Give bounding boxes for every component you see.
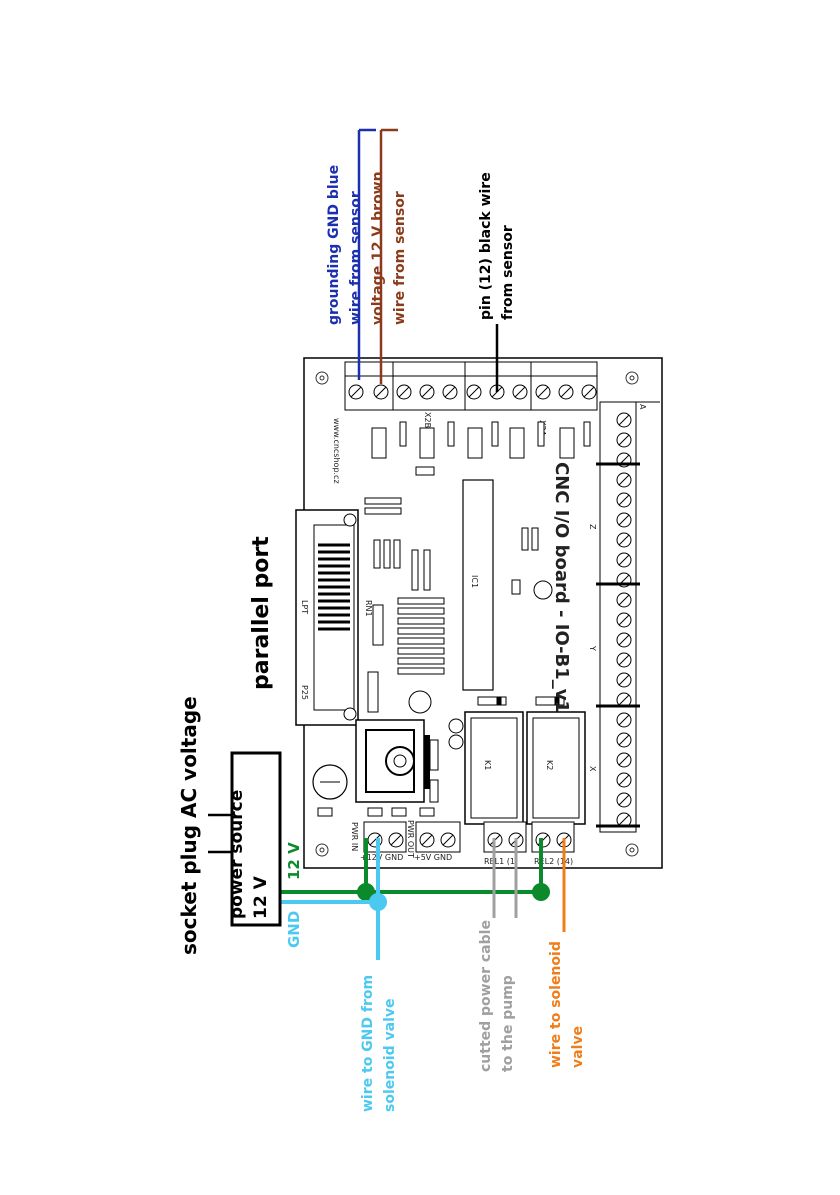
label-solenoid-gnd-2: solenoid valve: [382, 998, 398, 1112]
label-brown-2: wire from sensor: [392, 191, 408, 325]
terminal-screw-slot: [618, 714, 630, 726]
terminal-screw-slot: [618, 554, 630, 566]
terminal-screw-slot: [618, 494, 630, 506]
terminal-screw-slot: [618, 814, 630, 826]
resistor-array: [364, 497, 445, 713]
junction-gnd: [369, 893, 387, 911]
axis-label-a: A: [638, 404, 647, 410]
terminal-screw-slot: [618, 634, 630, 646]
brown-sensor-wire: [379, 128, 398, 384]
label-black-2: from sensor: [500, 225, 516, 320]
terminal-strip-right: A Z Y X: [588, 401, 660, 833]
terminal-screw-slot: [618, 654, 630, 666]
terminal-screw-slot: [618, 474, 630, 486]
voltage-regulator: [355, 719, 430, 803]
pwr-in-label: PWR IN: [350, 822, 359, 851]
relay-k1: K1: [464, 711, 524, 825]
terminal-screw-slot: [618, 594, 630, 606]
label-pump-1: cutted power cable: [478, 920, 494, 1072]
junction-12v-rel: [532, 883, 550, 901]
lpt-connector: LPT P25: [295, 509, 359, 726]
label-brown-1: voltage 12 V brown: [370, 171, 386, 325]
pwr-out-terms: +5V GND: [414, 853, 452, 862]
board-url: www.cncshop.cz: [332, 418, 341, 484]
x2b-label: X2B: [423, 412, 432, 428]
ic1-label: IC1: [470, 575, 479, 588]
label-gnd: GND: [285, 911, 303, 948]
axis-label-x: X: [588, 766, 597, 772]
terminal-screw-slot: [618, 534, 630, 546]
relay-k2: K2: [526, 711, 586, 825]
terminal-screw-slot: [618, 514, 630, 526]
power-source-voltage: 12 V: [251, 875, 271, 919]
label-gnd-blue-1: grounding GND blue: [326, 165, 342, 325]
power-source-box: power source 12 V: [227, 751, 282, 927]
rel1-label: REL1 (1): [484, 857, 518, 866]
axis-label-y: Y: [588, 645, 597, 651]
label-solenoid-1: wire to solenoid: [548, 941, 564, 1068]
label-12v: 12 V: [285, 842, 303, 880]
opto-row: [371, 421, 591, 459]
k1-label: K1: [483, 760, 492, 770]
rel2-terminal: REL2 (14): [531, 821, 575, 866]
terminal-screw-slot: [618, 774, 630, 786]
label-pump-2: to the pump: [500, 975, 516, 1072]
label-socket-plug: socket plug AC voltage: [177, 696, 201, 955]
rel2-label: REL2 (14): [534, 857, 573, 866]
gray-pump-wires: [492, 838, 518, 918]
pwr-out-terminal: PWR OUT +5V GND: [406, 820, 461, 862]
terminal-screw-slot: [618, 674, 630, 686]
terminal-screw-slot: [618, 694, 630, 706]
blue-sensor-wire: [357, 128, 376, 380]
lpt-label: LPT: [300, 600, 309, 614]
board-title: CNC I/O board - IO-B1_v1: [551, 462, 572, 713]
cnc-io-board: X2A X2B www.cncshop.cz: [295, 357, 663, 869]
pwr-out-label: PWR OUT: [406, 820, 415, 858]
terminal-screw-slot: [618, 614, 630, 626]
power-source-label: power source: [227, 790, 247, 919]
junction-12v-in: [357, 883, 375, 901]
label-gnd-blue-2: wire from sensor: [348, 191, 364, 325]
axis-label-z: Z: [588, 524, 597, 530]
rn1-label: RN1: [364, 600, 373, 617]
label-parallel-port: parallel port: [249, 536, 274, 690]
label-solenoid-2: valve: [570, 1026, 586, 1068]
terminal-screw-slot: [618, 794, 630, 806]
pwr-in-terms: +12V GND: [360, 853, 403, 862]
label-black-1: pin (12) black wire: [478, 172, 494, 320]
pwr-in-terminal: PWR IN +12V GND: [350, 821, 407, 862]
terminal-screw-slot: [618, 754, 630, 766]
ic1-chip: IC1: [462, 479, 494, 691]
terminal-block-top: X2A X2B: [344, 361, 598, 437]
terminal-screw-slot: [618, 434, 630, 446]
terminal-screw-slot: [618, 414, 630, 426]
label-solenoid-gnd-1: wire to GND from: [360, 975, 376, 1112]
socket-plug-lines: [208, 813, 232, 854]
p25-label: P25: [300, 685, 309, 700]
terminal-screw-slot: [618, 734, 630, 746]
k2-label: K2: [545, 760, 554, 770]
